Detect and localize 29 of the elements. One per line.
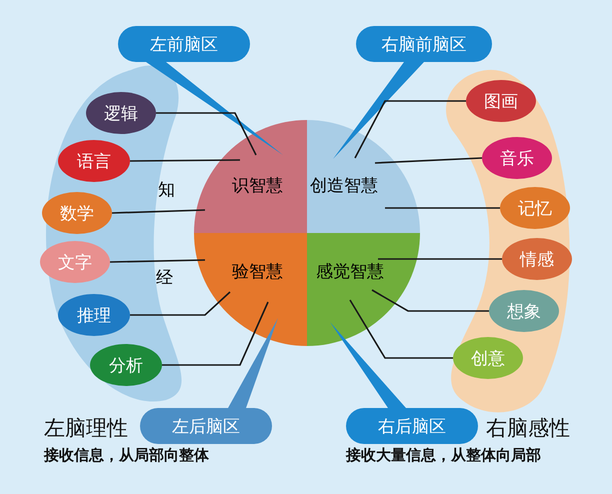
heading-text: 右脑感性 — [486, 415, 570, 442]
leader-line — [354, 100, 466, 158]
quadrant-label: 验智慧 — [232, 262, 283, 282]
leader-line — [112, 209, 206, 214]
callout-bubble: 右脑前脑区 — [356, 26, 492, 62]
leader-line — [162, 302, 269, 366]
callout-bubble: 左前脑区 — [118, 26, 250, 62]
callout-bubble: 右后脑区 — [346, 408, 478, 444]
side-character: 知 — [158, 180, 175, 200]
pointer-tail — [228, 318, 278, 408]
quadrant-segment — [307, 120, 420, 233]
leader-line — [156, 112, 257, 156]
side-character: 经 — [156, 268, 173, 288]
callout-bubble: 左后脑区 — [140, 408, 272, 444]
quadrant-label: 识智慧 — [232, 176, 283, 196]
leader-line — [374, 157, 482, 164]
leader-line — [110, 259, 206, 263]
quadrant-segment — [307, 233, 420, 346]
pointer-tail — [333, 62, 424, 159]
description-text: 接收大量信息，从整体向局部 — [346, 446, 541, 465]
pointer-tail — [330, 322, 406, 408]
quadrant-label: 感觉智慧 — [316, 262, 384, 282]
leader-line — [130, 291, 231, 316]
heading-text: 左脑理性 — [44, 415, 128, 442]
leader-line — [130, 159, 240, 162]
description-text: 接收信息，从局部向整体 — [44, 446, 209, 465]
quadrant-label: 创造智慧 — [310, 176, 378, 196]
leader-line — [349, 300, 453, 359]
pointer-tail — [146, 62, 283, 155]
